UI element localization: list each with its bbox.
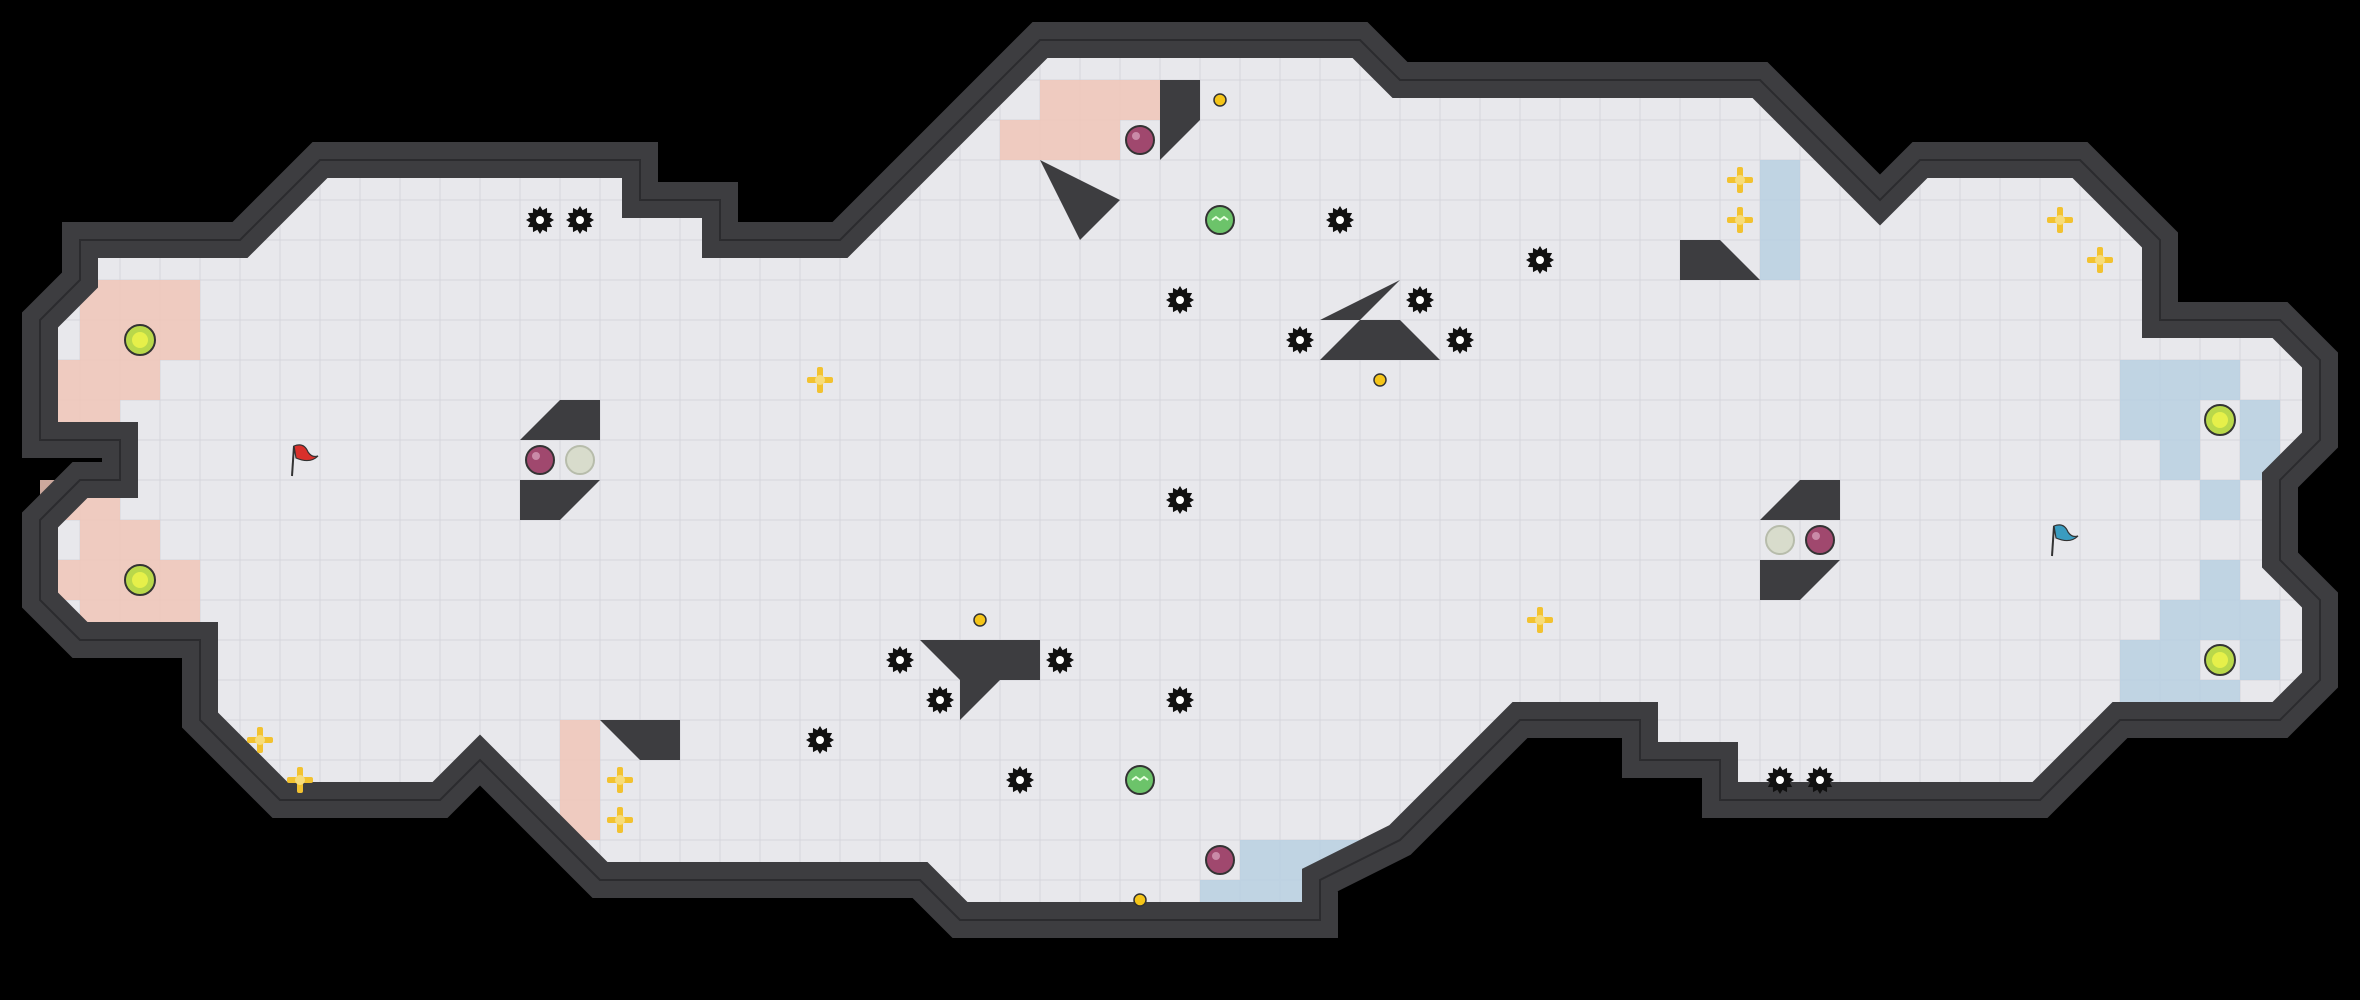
spike-icon xyxy=(1326,206,1354,234)
red-zone-tile xyxy=(80,560,120,600)
wall-block xyxy=(1760,560,1840,600)
spike-icon xyxy=(806,726,834,754)
blue-zone-tile xyxy=(2160,600,2200,640)
blue-zone-tile xyxy=(2240,640,2280,680)
rolling-bomb-icon xyxy=(1125,765,1155,795)
blue-zone-tile xyxy=(2120,640,2160,680)
spike-icon xyxy=(1446,326,1474,354)
red-zone-tile xyxy=(1120,80,1160,120)
blue-zone-tile xyxy=(2200,480,2240,520)
inner-walls xyxy=(520,80,1840,760)
wall-block xyxy=(1320,280,1440,360)
blue-zone-tile xyxy=(1760,160,1800,200)
blue-zone-tile xyxy=(2120,360,2160,400)
red-zone-tile xyxy=(80,520,120,560)
team-zones xyxy=(40,80,2280,920)
red-zone-tile xyxy=(80,320,120,360)
portal-icon xyxy=(1765,525,1795,555)
spike-icon xyxy=(566,206,594,234)
blue-zone-tile xyxy=(2120,400,2160,440)
boost-icon xyxy=(807,367,833,393)
portal-icon xyxy=(565,445,595,475)
powerup-icon xyxy=(2204,644,2236,676)
red-zone-tile xyxy=(1000,120,1040,160)
game-objects xyxy=(124,93,2236,907)
wall-block xyxy=(600,720,680,760)
red-zone-tile xyxy=(560,760,600,800)
boost-icon xyxy=(1727,167,1753,193)
spike-icon xyxy=(1006,766,1034,794)
red-zone-tile xyxy=(560,720,600,760)
outer-wall-edge xyxy=(39,39,2321,921)
wall-block xyxy=(1760,480,1840,520)
blue-zone-tile xyxy=(2200,600,2240,640)
spike-icon xyxy=(1166,486,1194,514)
blue-zone-tile xyxy=(2200,360,2240,400)
bomb-icon xyxy=(1205,845,1235,875)
bomb-icon xyxy=(525,445,555,475)
boost-icon xyxy=(1727,207,1753,233)
red-zone-tile xyxy=(1040,80,1080,120)
pellet-icon xyxy=(1373,373,1387,387)
wall-block xyxy=(1040,160,1120,240)
powerup-icon xyxy=(2204,404,2236,436)
spike-icon xyxy=(1046,646,1074,674)
powerup-icon xyxy=(124,324,156,356)
red-flag-icon xyxy=(291,444,319,477)
red-zone-tile xyxy=(1080,120,1120,160)
boost-icon xyxy=(2087,247,2113,273)
blue-zone-tile xyxy=(2160,640,2200,680)
blue-zone-tile xyxy=(2160,440,2200,480)
red-zone-tile xyxy=(120,520,160,560)
wall-block xyxy=(1680,240,1760,280)
red-zone-tile xyxy=(120,280,160,320)
red-zone-tile xyxy=(160,320,200,360)
blue-zone-tile xyxy=(2200,560,2240,600)
red-zone-tile xyxy=(120,360,160,400)
blue-zone-tile xyxy=(1760,200,1800,240)
blue-zone-tile xyxy=(1240,840,1280,880)
spike-icon xyxy=(1806,766,1834,794)
wall-block xyxy=(520,400,600,440)
blue-flag-icon xyxy=(2051,524,2079,557)
spike-icon xyxy=(926,686,954,714)
boost-icon xyxy=(247,727,273,753)
boost-icon xyxy=(607,807,633,833)
spike-icon xyxy=(1406,286,1434,314)
boost-icon xyxy=(607,767,633,793)
blue-zone-tile xyxy=(2240,600,2280,640)
red-zone-tile xyxy=(1080,80,1120,120)
pellet-icon xyxy=(1133,893,1147,907)
spike-icon xyxy=(1166,686,1194,714)
boost-icon xyxy=(2047,207,2073,233)
wall-block xyxy=(520,480,600,520)
boost-icon xyxy=(1527,607,1553,633)
bomb-icon xyxy=(1125,125,1155,155)
blue-zone-tile xyxy=(2240,400,2280,440)
spike-icon xyxy=(1166,286,1194,314)
boost-icon xyxy=(287,767,313,793)
wall-block xyxy=(920,640,1040,720)
spike-icon xyxy=(526,206,554,234)
spike-icon xyxy=(1286,326,1314,354)
rolling-bomb-icon xyxy=(1205,205,1235,235)
red-zone-tile xyxy=(160,560,200,600)
pellet-icon xyxy=(973,613,987,627)
red-zone-tile xyxy=(160,280,200,320)
red-zone-tile xyxy=(80,360,120,400)
spike-icon xyxy=(886,646,914,674)
spike-icon xyxy=(1766,766,1794,794)
powerup-icon xyxy=(124,564,156,596)
spike-icon xyxy=(1526,246,1554,274)
pellet-icon xyxy=(1213,93,1227,107)
bomb-icon xyxy=(1805,525,1835,555)
blue-zone-tile xyxy=(2160,360,2200,400)
wall-block xyxy=(1160,80,1200,160)
blue-zone-tile xyxy=(1760,240,1800,280)
red-zone-tile xyxy=(1040,120,1080,160)
blue-zone-tile xyxy=(2160,400,2200,440)
